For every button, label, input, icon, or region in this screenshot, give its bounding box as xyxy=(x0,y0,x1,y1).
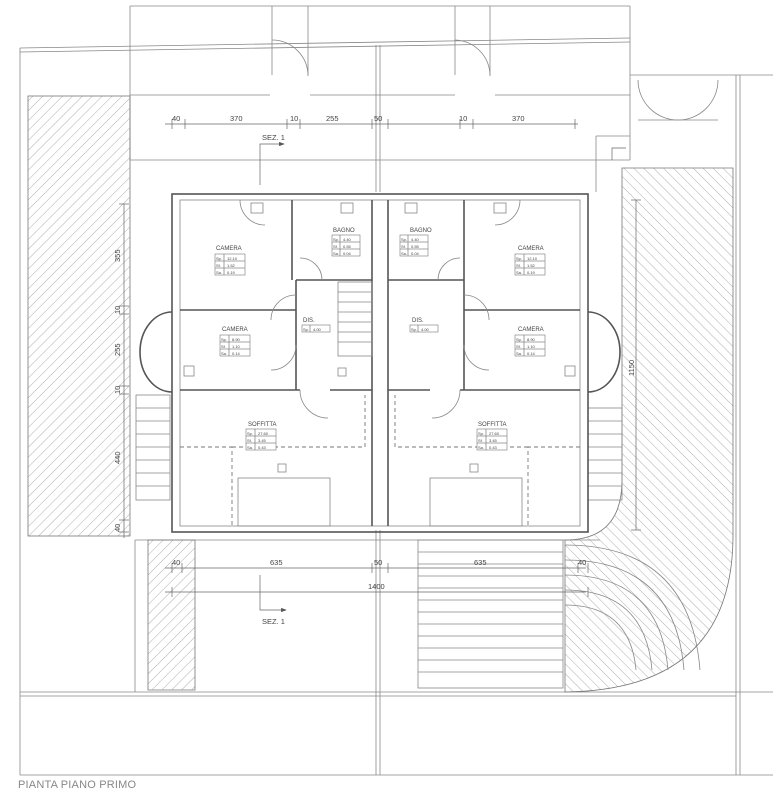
tag-value: 3.45 xyxy=(489,438,498,443)
stairs-right-curve xyxy=(564,544,701,671)
dim-bottom-50: 50 xyxy=(374,558,382,567)
dim-overall-1400: 1400 xyxy=(368,582,385,591)
dim-bottom-40-left: 40 xyxy=(172,558,180,567)
tag-label: Sf. xyxy=(216,263,221,268)
top-dimension-chain: 40 370 10 255 50 10 370 xyxy=(165,114,578,129)
room-name-soffitta-left: SOFFITTA xyxy=(248,422,277,428)
section-label-bottom: SEZ. 1 xyxy=(262,617,285,626)
left-dimension-chain: 355 10 255 10 440 40 xyxy=(113,203,129,538)
dim-left-10a: 10 xyxy=(113,306,122,314)
room-name-camera-tl: CAMERA xyxy=(216,246,242,252)
tag-label: Sa. xyxy=(333,251,339,256)
tag-label: Sa. xyxy=(516,270,522,275)
tag-value: 0.55 xyxy=(411,244,420,249)
room-name-camera-ml: CAMERA xyxy=(222,327,248,333)
dim-bottom-635-right: 635 xyxy=(474,558,487,567)
room-name-camera-mr: CAMERA xyxy=(518,327,544,333)
tag-label: Sf. xyxy=(333,244,338,249)
bottom-dimension-chain: 40 635 50 635 40 1400 xyxy=(165,558,589,597)
tag-value: 3.45 xyxy=(258,438,267,443)
right-dimension: 1150 xyxy=(627,199,641,531)
tag-value: 0.14 xyxy=(527,351,536,356)
dim-left-440: 440 xyxy=(113,451,122,464)
tag-value: 4.40 xyxy=(411,237,420,242)
room-name-camera-tr: CAMERA xyxy=(518,246,544,252)
dim-left-355: 355 xyxy=(113,249,122,262)
tag-label: Sp. xyxy=(333,237,339,242)
site-context xyxy=(19,5,773,776)
tag-label: Sf. xyxy=(516,263,521,268)
tag-value: 4.00 xyxy=(313,327,322,332)
room-name-bagno-right: BAGNO xyxy=(410,228,432,234)
dim-left-255: 255 xyxy=(113,343,122,356)
room-tags: Sp. Sf. Sa. 12.10 1.52 0.19 Sp. Sf. Sa. … xyxy=(214,234,546,451)
tag-label: Sp. xyxy=(516,256,522,261)
tag-value: 1.10 xyxy=(232,344,241,349)
tag-value: 4.00 xyxy=(421,327,430,332)
dim-top-50: 50 xyxy=(374,114,382,123)
dim-bottom-635-left: 635 xyxy=(270,558,283,567)
tag-value: 0.43 xyxy=(489,445,498,450)
section-markers: SEZ. 1 SEZ. 1 xyxy=(259,133,626,626)
tag-label: Sa. xyxy=(247,445,253,450)
dim-top-370-left: 370 xyxy=(230,114,243,123)
tag-value: 0.04 xyxy=(411,251,420,256)
tag-value: 0.19 xyxy=(527,270,536,275)
tag-label: Sp. xyxy=(216,256,222,261)
tag-value: 0.19 xyxy=(227,270,236,275)
tag-label: Sa. xyxy=(221,351,227,356)
drawing-title: PIANTA PIANO PRIMO xyxy=(18,779,137,791)
tag-value: 1.10 xyxy=(527,344,536,349)
dim-top-10-left: 10 xyxy=(290,114,298,123)
room-name-bagno-left: BAGNO xyxy=(333,228,355,234)
tag-label: Sp. xyxy=(478,431,484,436)
tag-label: Sp. xyxy=(516,337,522,342)
dim-top-40: 40 xyxy=(172,114,180,123)
tag-label: Sf. xyxy=(401,244,406,249)
tag-value: 27.60 xyxy=(489,431,500,436)
tag-value: 0.14 xyxy=(232,351,241,356)
dim-left-40: 40 xyxy=(113,524,122,532)
dim-top-370-right: 370 xyxy=(512,114,525,123)
tag-label: Sa. xyxy=(401,251,407,256)
tag-value: 8.90 xyxy=(232,337,241,342)
room-name-dis-left: DIS. xyxy=(303,318,315,324)
dim-top-10-right: 10 xyxy=(459,114,467,123)
tag-value: 0.55 xyxy=(343,244,352,249)
tag-label: Sp. xyxy=(303,327,309,332)
fixture-symbols xyxy=(183,202,576,473)
building-walls xyxy=(139,193,621,533)
tag-value: 27.60 xyxy=(258,431,269,436)
room-name-dis-right: DIS. xyxy=(412,318,424,324)
tag-label: Sa. xyxy=(516,351,522,356)
dim-right-1150: 1150 xyxy=(627,360,636,376)
tag-label: Sp. xyxy=(221,337,227,342)
tag-value: 1.52 xyxy=(227,263,236,268)
dim-top-255: 255 xyxy=(326,114,339,123)
tag-value: 8.90 xyxy=(527,337,536,342)
tag-value: 4.40 xyxy=(343,237,352,242)
tag-value: 0.04 xyxy=(343,251,352,256)
dim-bottom-40-right: 40 xyxy=(578,558,586,567)
tag-value: 1.52 xyxy=(527,263,536,268)
tag-value: 0.43 xyxy=(258,445,267,450)
dim-left-10b: 10 xyxy=(113,386,122,394)
tag-label: Sp. xyxy=(401,237,407,242)
hatched-areas xyxy=(27,95,734,693)
tag-label: Sp. xyxy=(247,431,253,436)
tag-label: Sf. xyxy=(247,438,252,443)
tag-label: Sp. xyxy=(411,327,417,332)
tag-label: Sa. xyxy=(478,445,484,450)
section-label-top: SEZ. 1 xyxy=(262,133,285,142)
room-name-soffitta-right: SOFFITTA xyxy=(478,422,507,428)
tag-label: Sf. xyxy=(516,344,521,349)
exterior-stairs xyxy=(135,394,623,689)
tag-label: Sa. xyxy=(216,270,222,275)
tag-label: Sf. xyxy=(478,438,483,443)
tag-label: Sf. xyxy=(221,344,226,349)
room-labels: CAMERA BAGNO BAGNO CAMERA CAMERA DIS. DI… xyxy=(216,228,544,428)
tag-value: 12.10 xyxy=(527,256,538,261)
tag-value: 12.10 xyxy=(227,256,238,261)
